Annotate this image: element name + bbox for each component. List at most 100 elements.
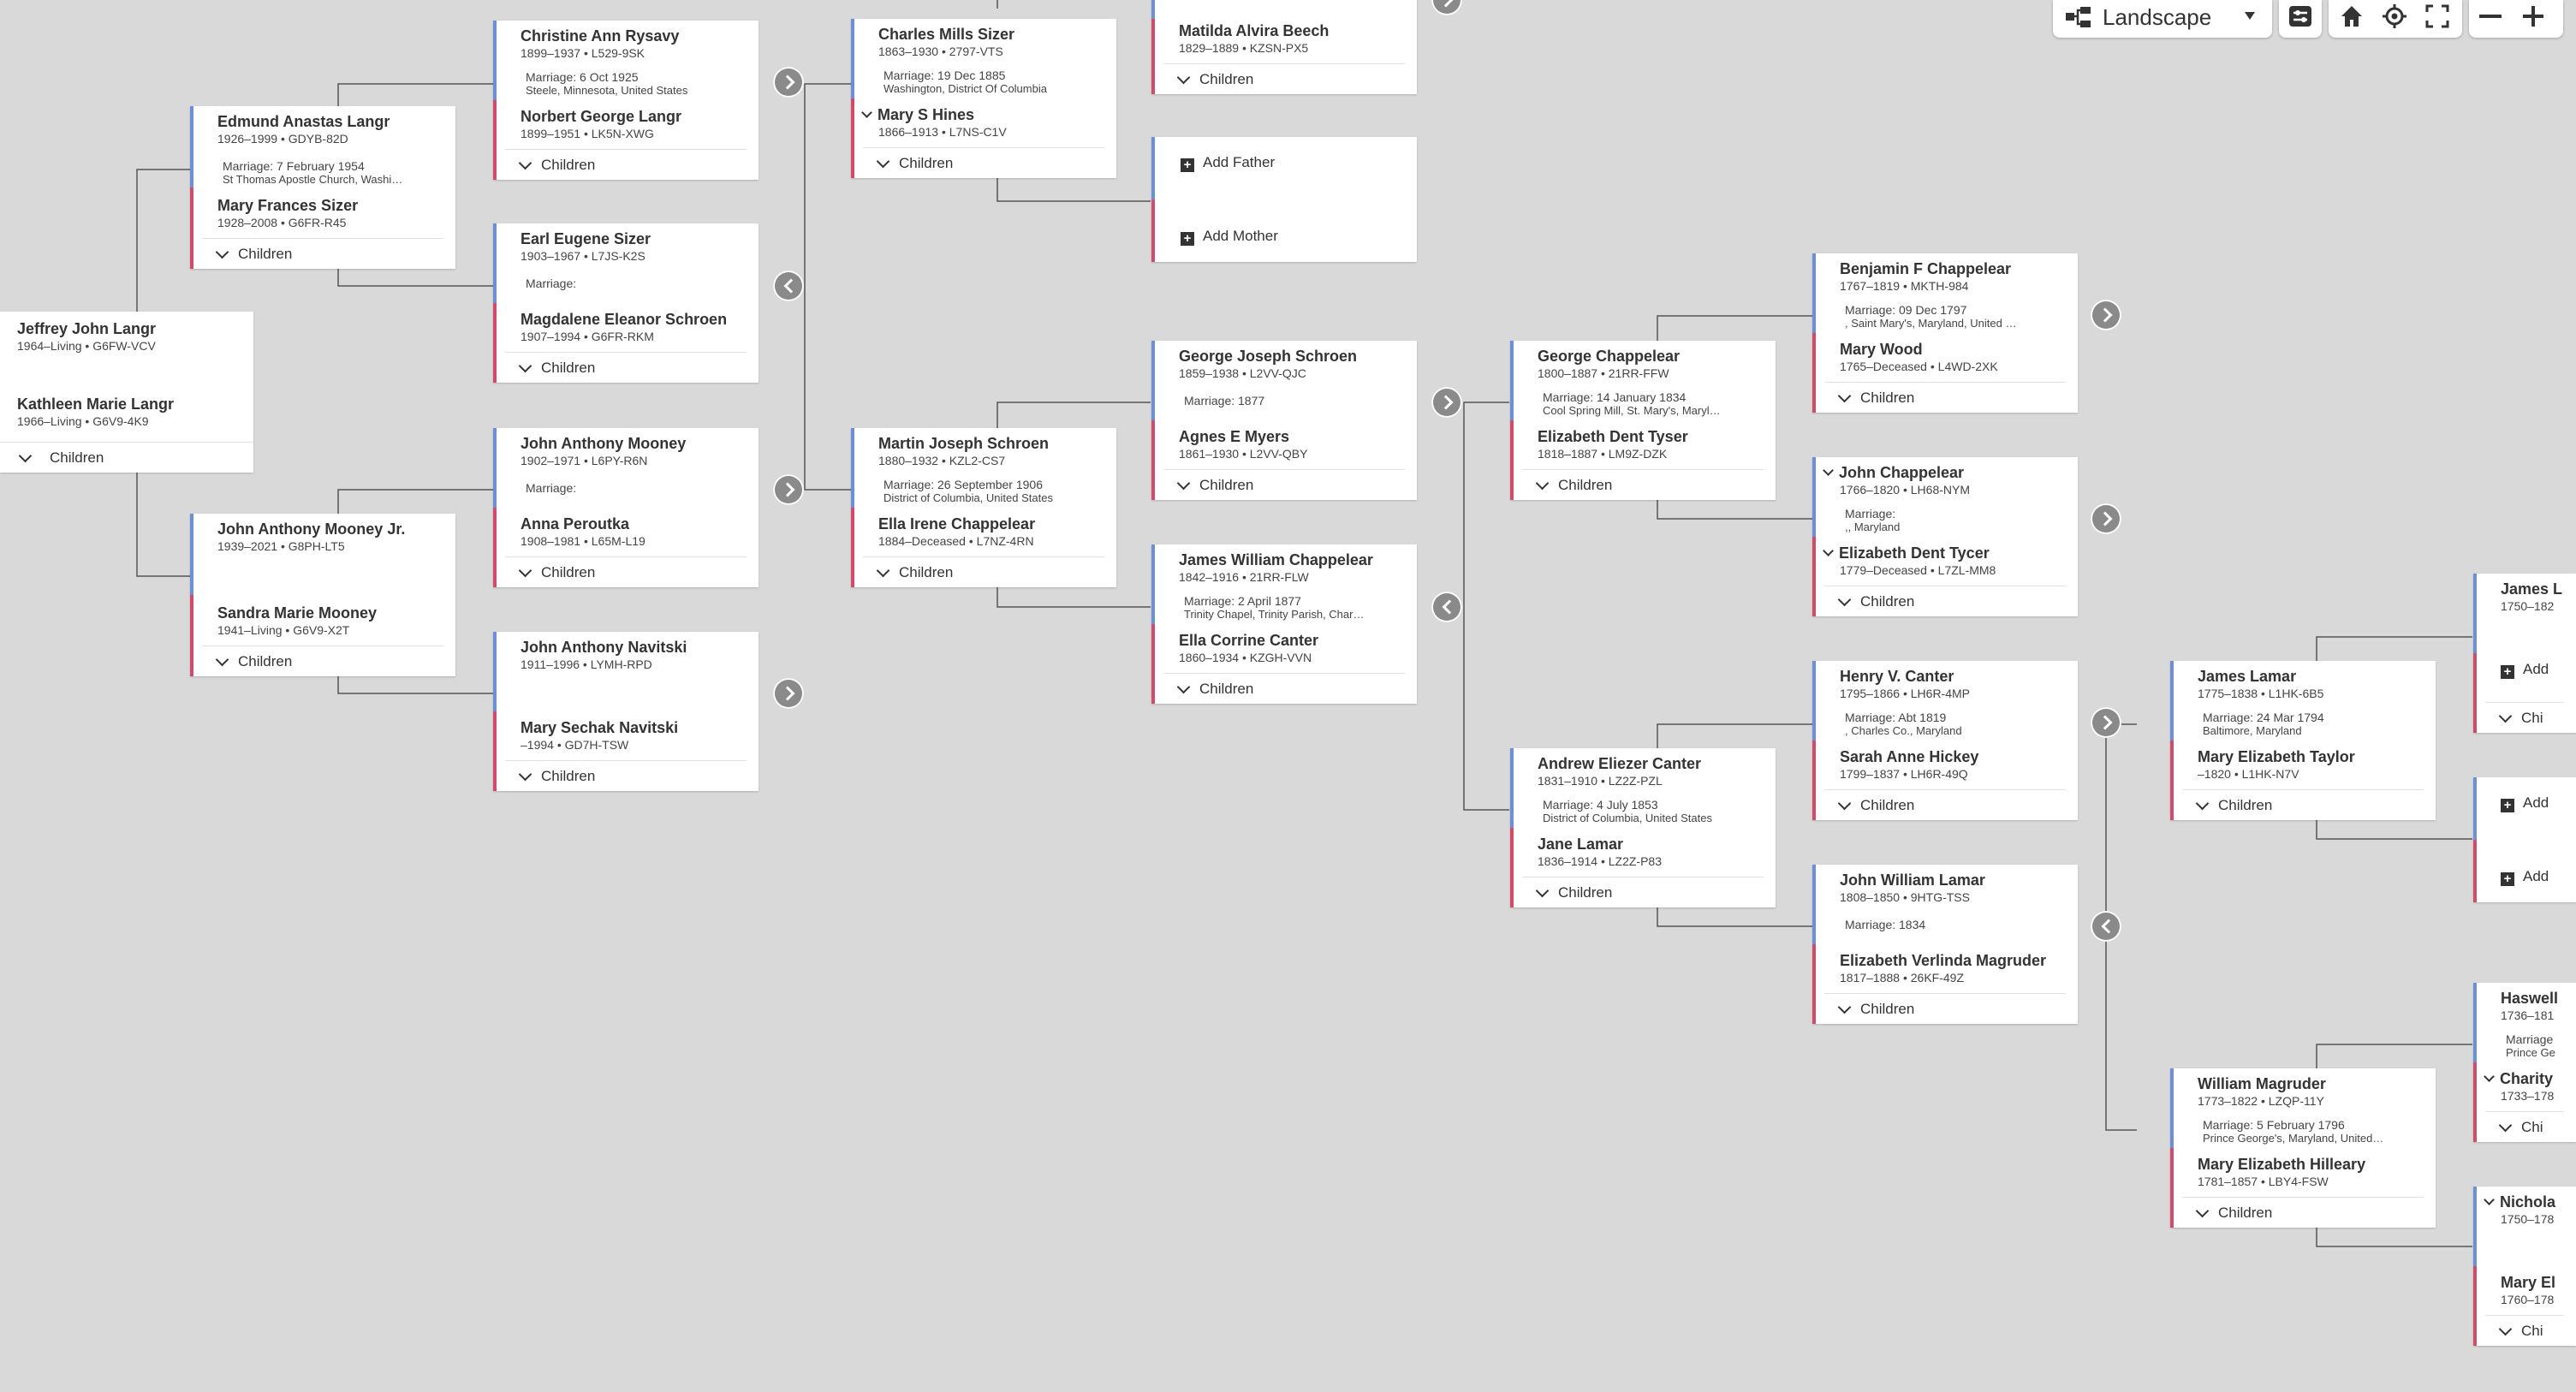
expand-right-icon[interactable] bbox=[773, 678, 804, 709]
children-toggle[interactable]: Children bbox=[1824, 382, 2066, 413]
person-name[interactable]: Mary El bbox=[2501, 1274, 2556, 1291]
expand-right-icon[interactable] bbox=[1431, 0, 1462, 15]
person-mother[interactable]: Mary Elizabeth Taylor–1820 • L1HK-N7V bbox=[2198, 748, 2430, 782]
target-icon[interactable] bbox=[2382, 3, 2407, 33]
person-name[interactable]: Sarah Anne Hickey bbox=[1840, 748, 1979, 765]
person-name[interactable]: Christine Ann Rysavy bbox=[521, 27, 680, 45]
add-mother-button[interactable]: +Add bbox=[2501, 661, 2549, 679]
person-mother[interactable]: Mary Sechak Navitski–1994 • GD7H-TSW bbox=[521, 719, 753, 753]
person-name[interactable]: Elizabeth Dent Tycer bbox=[1839, 544, 1990, 562]
person-name[interactable]: John Anthony Navitski bbox=[521, 639, 687, 656]
person-name[interactable]: Anna Peroutka bbox=[521, 515, 630, 532]
children-toggle[interactable]: Children bbox=[1824, 586, 2066, 616]
fullscreen-icon[interactable] bbox=[2424, 3, 2450, 33]
expand-right-icon[interactable] bbox=[773, 67, 804, 98]
person-name[interactable]: Benjamin F Chappelear bbox=[1840, 260, 2012, 277]
children-toggle[interactable]: Children bbox=[1163, 63, 1405, 94]
person-name[interactable]: Elizabeth Verlinda Magruder bbox=[1840, 952, 2047, 969]
children-toggle[interactable]: Children bbox=[863, 147, 1104, 178]
person-name[interactable]: William Magruder bbox=[2198, 1075, 2326, 1092]
person-name[interactable]: John Anthony Mooney bbox=[521, 435, 687, 452]
person-name[interactable]: Mary Wood bbox=[1840, 341, 1923, 358]
person-name[interactable]: Andrew Eliezer Canter bbox=[1538, 755, 1702, 772]
collapse-left-icon[interactable] bbox=[2091, 911, 2121, 942]
children-toggle[interactable]: Children bbox=[202, 238, 443, 269]
collapse-left-icon[interactable] bbox=[773, 271, 804, 301]
children-toggle[interactable]: Children bbox=[202, 645, 443, 676]
person-name[interactable]: Edmund Anastas Langr bbox=[217, 113, 390, 130]
children-toggle[interactable]: Children bbox=[1522, 877, 1764, 907]
person-name[interactable]: Jeffrey John Langr bbox=[17, 320, 157, 337]
children-toggle[interactable]: Children bbox=[863, 556, 1104, 587]
children-toggle[interactable]: Chi bbox=[2485, 1111, 2564, 1142]
person-name[interactable]: John Anthony Mooney Jr. bbox=[217, 521, 406, 538]
expand-right-icon[interactable] bbox=[2091, 707, 2121, 738]
children-toggle[interactable]: Children bbox=[505, 149, 747, 180]
person-name[interactable]: Henry V. Canter bbox=[1840, 668, 1954, 685]
couple-card[interactable]: John Anthony Mooney Jr.1939–2021 • G8PH-… bbox=[190, 514, 455, 676]
chevron-down-icon[interactable] bbox=[1823, 545, 1834, 556]
person-father[interactable]: John Anthony Mooney Jr.1939–2021 • G8PH-… bbox=[217, 521, 450, 554]
chevron-down-icon[interactable] bbox=[1823, 465, 1834, 476]
person-name[interactable]: Kathleen Marie Langr bbox=[17, 396, 175, 413]
children-toggle[interactable]: Children bbox=[505, 352, 747, 383]
children-toggle[interactable]: Chi bbox=[2485, 702, 2564, 733]
person-name[interactable]: Mary Elizabeth Hilleary bbox=[2198, 1156, 2366, 1173]
options-button[interactable] bbox=[2279, 0, 2322, 38]
person-name[interactable]: Sandra Marie Mooney bbox=[217, 604, 378, 622]
focus-couple-card[interactable]: Jeffrey John Langr 1964–Living • G6FW-VC… bbox=[0, 312, 253, 473]
person-name[interactable]: Jane Lamar bbox=[1538, 836, 1624, 853]
children-toggle[interactable]: Children bbox=[2182, 1197, 2424, 1228]
children-toggle[interactable]: Children bbox=[1163, 673, 1405, 704]
person-name[interactable]: Mary Elizabeth Taylor bbox=[2198, 748, 2355, 765]
children-toggle[interactable]: Children bbox=[505, 760, 747, 791]
person-name[interactable]: George Joseph Schroen bbox=[1179, 348, 1358, 365]
person-name[interactable]: Mary S Hines bbox=[878, 106, 975, 123]
person-name[interactable]: Elizabeth Dent Tyser bbox=[1538, 428, 1688, 445]
person-name[interactable]: Agnes E Myers bbox=[1179, 428, 1290, 445]
person-name[interactable]: James Lamar bbox=[2198, 668, 2297, 685]
expand-right-icon[interactable] bbox=[2091, 300, 2121, 330]
children-toggle[interactable]: Chi bbox=[2485, 1315, 2564, 1346]
person-name[interactable]: James L bbox=[2501, 580, 2563, 598]
person-name[interactable]: John Chappelear bbox=[1839, 464, 1965, 481]
children-toggle[interactable]: Children bbox=[1522, 469, 1764, 500]
children-toggle[interactable]: Children bbox=[1824, 789, 2066, 820]
person-name[interactable]: Matilda Alvira Beech bbox=[1179, 22, 1330, 39]
person-name[interactable]: Mary Frances Sizer bbox=[217, 197, 359, 214]
children-toggle[interactable]: Children bbox=[0, 442, 253, 473]
